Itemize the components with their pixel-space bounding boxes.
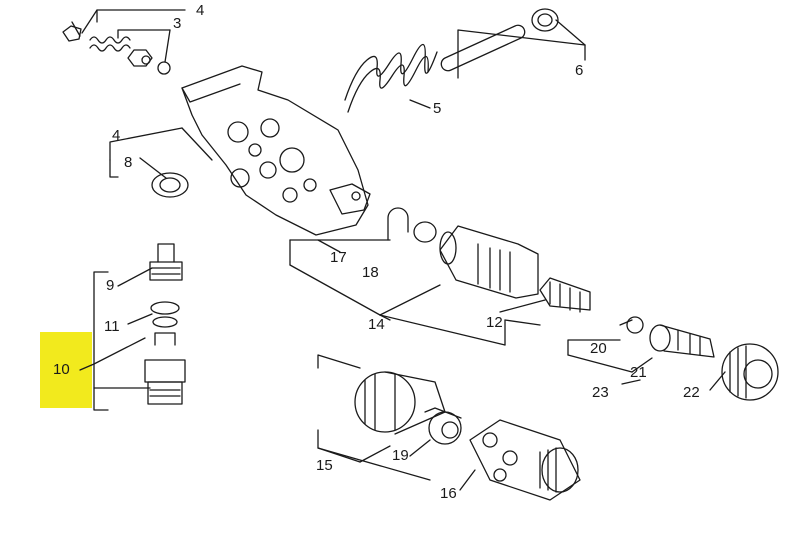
leader-5	[409, 99, 431, 109]
bracket-15-19	[317, 354, 431, 481]
callout-3: 3	[173, 15, 181, 32]
callout-8: 8	[124, 154, 132, 171]
callout-16: 16	[440, 485, 457, 502]
callout-22: 22	[683, 384, 700, 401]
part-o-ring-11a	[150, 301, 180, 315]
bracket-17-18-14	[289, 239, 541, 346]
part-piston-rod	[440, 8, 559, 72]
bracket-6	[457, 19, 586, 79]
part-connector-19	[424, 407, 462, 445]
callout-14: 14	[368, 316, 385, 333]
bracket-9-11-10	[79, 267, 153, 411]
callout-12: 12	[486, 314, 503, 331]
callout-15: 15	[316, 457, 333, 474]
callout-11: 11	[104, 318, 120, 335]
callout-21: 21	[630, 364, 647, 381]
part-small-nut	[127, 49, 171, 75]
part-o-ring-18	[413, 221, 437, 243]
part-valve-9	[149, 243, 183, 281]
part-nipple-21	[649, 324, 715, 358]
part-coupling-16	[469, 419, 581, 501]
part-nipple-top	[62, 21, 82, 42]
bracket-4-3-top	[81, 9, 186, 63]
callout-4-top: 4	[196, 2, 204, 19]
callout-23: 23	[592, 384, 609, 401]
part-cap-nut	[721, 343, 779, 401]
part-housing	[439, 225, 539, 299]
callout-20: 20	[590, 340, 607, 357]
callout-19: 19	[392, 447, 409, 464]
part-large-spring	[344, 43, 438, 113]
part-filter	[539, 277, 591, 313]
part-pump-head	[181, 65, 371, 236]
callout-18: 18	[362, 264, 379, 281]
part-o-ring-11b	[152, 316, 178, 328]
callout-6: 6	[575, 62, 583, 79]
leader-12	[499, 299, 546, 313]
leader-16	[459, 469, 476, 491]
bracket-20-21-23	[567, 319, 653, 385]
callout-17: 17	[330, 249, 347, 266]
part-clip	[387, 207, 409, 241]
callout-4-mid: 4	[112, 127, 120, 144]
part-o-ring-20	[626, 316, 644, 334]
callout-9: 9	[106, 277, 114, 294]
callout-5: 5	[433, 100, 441, 117]
part-seal-ring	[151, 172, 189, 198]
part-large-nut-15	[354, 371, 446, 435]
part-small-spring	[89, 36, 131, 52]
part-valve-10	[144, 332, 186, 405]
callout-10: 10	[53, 361, 70, 378]
highlight-box-part-10	[40, 332, 92, 408]
